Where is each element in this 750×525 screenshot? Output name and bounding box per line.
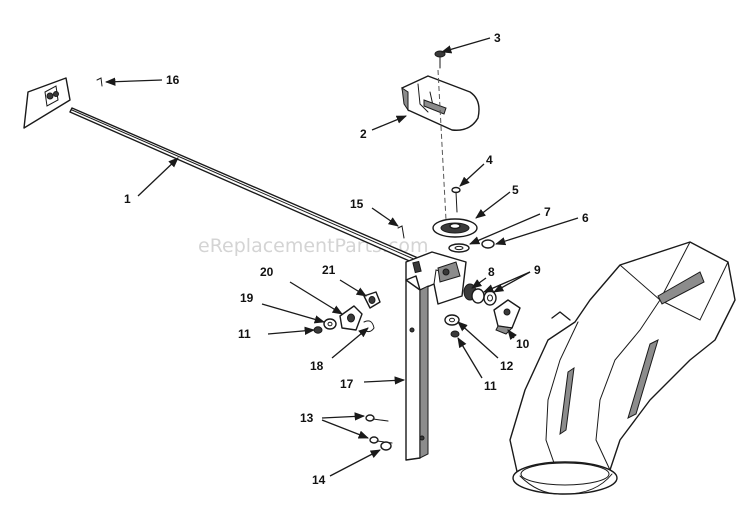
leader-21 bbox=[339, 279, 367, 297]
leader-13b bbox=[321, 419, 369, 439]
leader-20 bbox=[289, 281, 343, 315]
leader-11-right bbox=[457, 337, 483, 379]
leader-12 bbox=[457, 321, 499, 359]
part-4-bolt bbox=[451, 186, 461, 213]
callout-17: 17 bbox=[340, 377, 354, 391]
discharge-chute bbox=[509, 241, 736, 495]
callout-20: 20 bbox=[260, 265, 274, 279]
part-2-chute-cover bbox=[401, 75, 480, 131]
leader-17 bbox=[363, 376, 406, 385]
callout-6: 6 bbox=[582, 211, 589, 225]
part-11-nut-left bbox=[313, 326, 323, 334]
part-12-washer bbox=[444, 314, 460, 326]
leader-8 bbox=[471, 277, 487, 289]
leader-10 bbox=[507, 329, 517, 340]
callout-2: 2 bbox=[360, 127, 367, 141]
part-15-pin bbox=[397, 225, 405, 239]
leader-6 bbox=[495, 217, 579, 246]
part-11-nut-right bbox=[450, 330, 460, 338]
part-17-vertical-bracket bbox=[405, 251, 467, 461]
callout-21: 21 bbox=[322, 263, 336, 277]
callout-10: 10 bbox=[516, 337, 530, 351]
part-5-gear bbox=[432, 218, 478, 238]
callout-5: 5 bbox=[512, 183, 519, 197]
leader-lines bbox=[104, 37, 579, 477]
part-21-bushing bbox=[363, 291, 381, 309]
callout-19: 19 bbox=[240, 291, 254, 305]
part-10-knob bbox=[493, 299, 521, 335]
leader-9b bbox=[483, 271, 531, 293]
leader-14 bbox=[329, 449, 381, 477]
leader-19 bbox=[261, 303, 325, 324]
leader-11-left bbox=[267, 326, 316, 335]
leader-4 bbox=[459, 163, 485, 187]
part-20-gear-segment bbox=[339, 305, 363, 331]
leader-5 bbox=[475, 191, 511, 219]
callout-1: 1 bbox=[124, 192, 131, 206]
part-8-9-bushing-washers bbox=[463, 283, 497, 306]
callout-8: 8 bbox=[488, 265, 495, 279]
callout-3: 3 bbox=[494, 31, 501, 45]
callout-14: 14 bbox=[312, 473, 326, 487]
leader-1 bbox=[137, 157, 179, 197]
leader-18 bbox=[331, 327, 369, 359]
callout-4: 4 bbox=[486, 153, 493, 167]
callout-labels: 3 16 2 1 4 5 7 6 15 8 9 10 12 11 21 20 1… bbox=[124, 31, 589, 487]
callout-11-right: 11 bbox=[484, 379, 497, 393]
leader-15 bbox=[371, 207, 399, 227]
part-6-7-washers bbox=[448, 239, 495, 253]
callout-7: 7 bbox=[544, 205, 551, 219]
callout-9: 9 bbox=[534, 263, 541, 277]
callout-15: 15 bbox=[350, 197, 364, 211]
part-14-washer bbox=[380, 441, 392, 451]
part-16-pin bbox=[96, 77, 103, 87]
callout-12: 12 bbox=[500, 359, 514, 373]
callout-16: 16 bbox=[166, 73, 180, 87]
part-13-bolts bbox=[365, 414, 393, 444]
part-3-screw bbox=[434, 50, 446, 69]
leader-13a bbox=[321, 412, 366, 421]
leader-2 bbox=[371, 115, 407, 131]
callout-18: 18 bbox=[310, 359, 324, 373]
part-19-washer bbox=[323, 318, 337, 330]
assembly-axis-line bbox=[437, 69, 447, 221]
leader-3 bbox=[441, 37, 491, 54]
left-mounting-bracket bbox=[23, 77, 71, 129]
leader-9a bbox=[493, 271, 531, 293]
leader-7 bbox=[469, 213, 541, 245]
leader-16 bbox=[104, 77, 163, 86]
callout-11-left: 11 bbox=[238, 327, 251, 341]
callout-13: 13 bbox=[300, 411, 314, 425]
